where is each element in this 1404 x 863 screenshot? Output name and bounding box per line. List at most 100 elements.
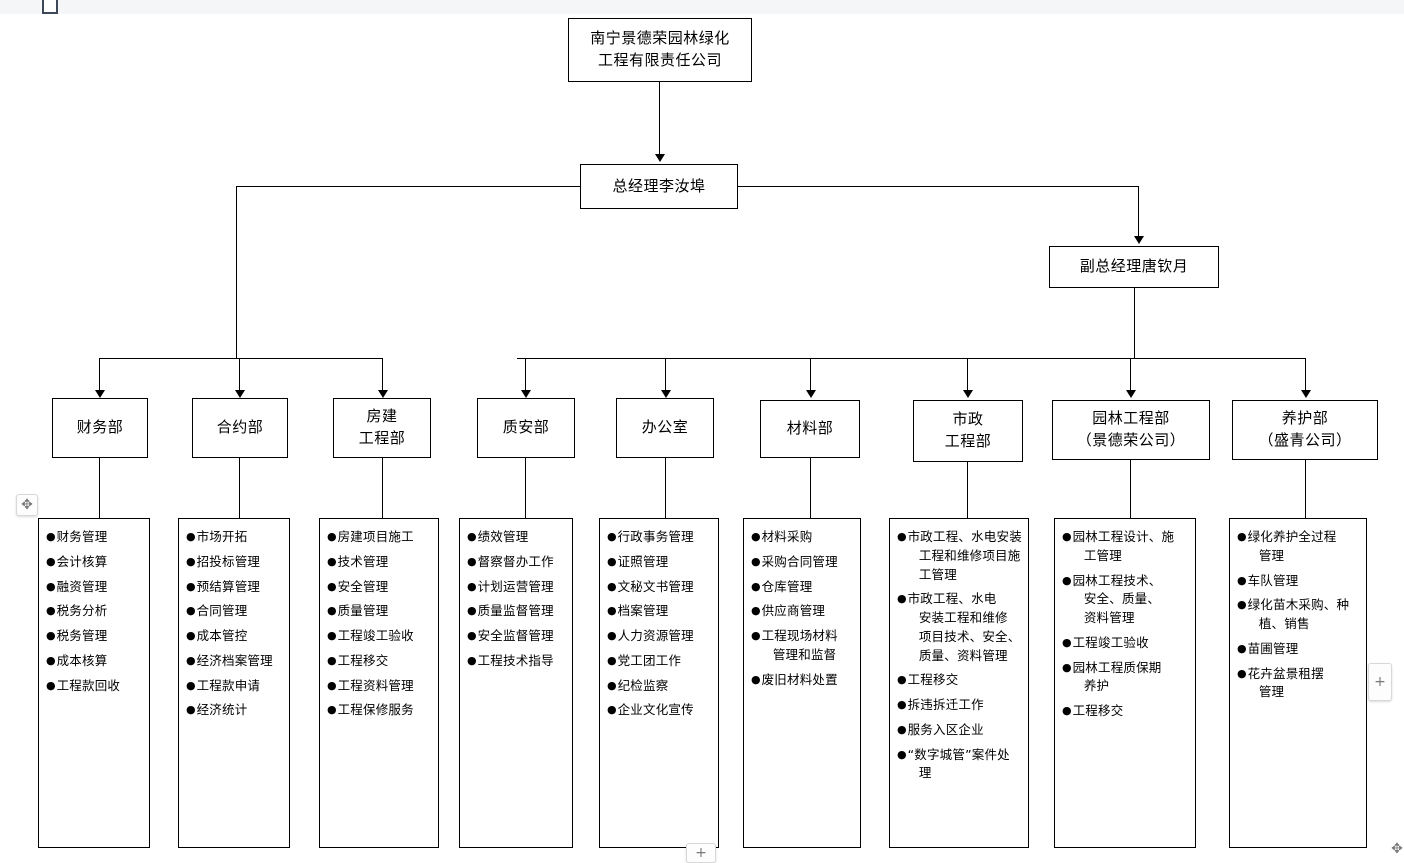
list-item-label: 税务管理 bbox=[56, 628, 108, 643]
node-department-7[interactable]: 园林工程部 （景德荣公司） bbox=[1052, 400, 1210, 460]
list-department-4[interactable]: ●行政事务管理●证照管理●文秘文书管理●档案管理●人力资源管理●党工团工作●纪检… bbox=[599, 518, 719, 848]
list-department-7[interactable]: ●园林工程设计、施工管理●园林工程技术、安全、质量、资料管理●工程竣工验收●园林… bbox=[1054, 518, 1196, 848]
connector-bus-left bbox=[99, 358, 383, 359]
list-department-5[interactable]: ●材料采购●采购合同管理●仓库管理●供应商管理●工程现场材料管理和监督●废旧材料… bbox=[743, 518, 861, 848]
list-item: ●园林工程质保期养护 bbox=[1062, 659, 1189, 697]
list-item-continuation: 资料管理 bbox=[1083, 610, 1135, 625]
bullet-icon: ● bbox=[186, 678, 196, 692]
bullet-icon: ● bbox=[897, 722, 907, 736]
connector-deputy-down bbox=[1138, 186, 1139, 236]
list-item-label: 工程移交 bbox=[907, 672, 959, 688]
list-item-label: 服务入区企业 bbox=[907, 721, 984, 737]
list-item-continuation: 管理和监督 bbox=[772, 646, 837, 662]
node-company[interactable]: 南宁景德荣园林绿化 工程有限责任公司 bbox=[568, 18, 752, 82]
node-department-2[interactable]: 房建 工程部 bbox=[333, 398, 431, 458]
department-2-label: 房建 工程部 bbox=[358, 407, 406, 447]
list-item: ●质量管理 bbox=[327, 602, 432, 621]
list-item: ●会计核算 bbox=[46, 553, 143, 572]
list-item-label: 合同管理 bbox=[196, 603, 248, 619]
list-item: ●工程资料管理 bbox=[327, 677, 432, 696]
move-handle-bottom-right-icon[interactable]: ✥ bbox=[1388, 840, 1404, 858]
bullet-icon: ● bbox=[607, 703, 617, 717]
node-department-3[interactable]: 质安部 bbox=[477, 398, 575, 458]
list-department-3[interactable]: ●绩效管理●督察督办工作●计划运营管理●质量监督管理●安全监督管理●工程技术指导 bbox=[459, 518, 573, 848]
bullet-icon: ● bbox=[186, 554, 196, 568]
stem-4 bbox=[665, 458, 666, 518]
list-department-8[interactable]: ●绿化养护全过程管理●车队管理●绿化苗木采购、种植、销售●苗圃管理●花卉盆景租摆… bbox=[1229, 518, 1367, 848]
list-item-label: 工程移交 bbox=[1072, 703, 1124, 718]
list-item: ●房建项目施工 bbox=[327, 528, 432, 547]
list-item: ●合同管理 bbox=[186, 602, 283, 621]
bullet-icon: ● bbox=[897, 698, 907, 711]
list-item-label: 人力资源管理 bbox=[617, 628, 694, 643]
list-department-0[interactable]: ●财务管理●会计核算●融资管理●税务分析●税务管理●成本核算●工程款回收 bbox=[38, 518, 150, 848]
node-deputy-general-manager[interactable]: 副总经理唐钦月 bbox=[1049, 246, 1219, 288]
list-item: ●市政工程、水电安装工程和维修项目技术、安全、质量、资料管理 bbox=[897, 590, 1022, 665]
list-item: ●工程保修服务 bbox=[327, 701, 432, 720]
list-item: ●经济统计 bbox=[186, 701, 283, 720]
arrow-gm-deputy bbox=[1134, 236, 1144, 244]
node-department-0[interactable]: 财务部 bbox=[52, 398, 148, 458]
list-item-label: 工程竣工验收 bbox=[337, 628, 414, 643]
list-item-label: 市场开拓 bbox=[196, 529, 248, 544]
node-department-5[interactable]: 材料部 bbox=[760, 400, 860, 458]
bullet-icon: ● bbox=[607, 629, 617, 642]
department-7-label: 园林工程部 （景德荣公司） bbox=[1076, 409, 1186, 449]
list-item: ●供应商管理 bbox=[751, 602, 854, 621]
list-item-label: 工程技术指导 bbox=[477, 652, 554, 668]
list-item: ●成本核算 bbox=[46, 652, 143, 671]
department-4-label: 办公室 bbox=[641, 418, 689, 437]
stem-2 bbox=[382, 458, 383, 518]
connector-gm-left-drop bbox=[236, 186, 237, 358]
move-handle-icon[interactable]: ✥ bbox=[16, 494, 38, 516]
list-item: ●苗圃管理 bbox=[1237, 640, 1360, 659]
list-item: ●绩效管理 bbox=[467, 528, 566, 547]
bullet-icon: ● bbox=[1237, 598, 1247, 612]
node-department-8[interactable]: 养护部 （盛青公司） bbox=[1232, 400, 1378, 460]
connector-gm-right bbox=[738, 186, 1138, 187]
list-item-label: 市政工程、水电安装工程和维修项目技术、安全、质量、资料管理 bbox=[908, 590, 1022, 665]
list-item: ●成本管控 bbox=[186, 627, 283, 646]
list-department-6[interactable]: ●市政工程、水电安装工程和维修项目施工管理●市政工程、水电安装工程和维修项目技术… bbox=[889, 518, 1029, 848]
move-glyph-br: ✥ bbox=[1391, 841, 1403, 857]
list-department-2[interactable]: ●房建项目施工●技术管理●安全管理●质量管理●工程竣工验收●工程移交●工程资料管… bbox=[319, 518, 439, 848]
list-department-1[interactable]: ●市场开拓●招投标管理●预结算管理●合同管理●成本管控●经济档案管理●工程款申请… bbox=[178, 518, 290, 848]
list-item-continuation: 工程和维修项目施 bbox=[918, 547, 1021, 563]
bullet-icon: ● bbox=[1062, 660, 1072, 674]
list-item-label: 材料采购 bbox=[761, 529, 813, 544]
arrow-maintenance bbox=[1301, 390, 1311, 398]
list-item: ●预结算管理 bbox=[186, 578, 283, 597]
list-item: ●绿化苗木采购、种植、销售 bbox=[1237, 596, 1360, 634]
list-item-label: 采购合同管理 bbox=[761, 553, 838, 569]
drop-quality bbox=[525, 358, 526, 392]
node-department-4[interactable]: 办公室 bbox=[616, 398, 714, 458]
bullet-icon: ● bbox=[1237, 641, 1247, 655]
add-bottom-button[interactable]: + bbox=[686, 843, 716, 863]
bullet-icon: ● bbox=[1237, 573, 1247, 587]
list-item-label: 园林工程技术、安全、质量、资料管理 bbox=[1073, 572, 1189, 628]
bullet-icon: ● bbox=[327, 530, 337, 543]
list-item-label: 计划运营管理 bbox=[477, 578, 554, 594]
bullet-icon: ● bbox=[186, 604, 196, 618]
stem-5 bbox=[810, 458, 811, 518]
bullet-icon: ● bbox=[186, 579, 196, 593]
add-right-button[interactable]: + bbox=[1368, 663, 1392, 701]
list-item: ●仓库管理 bbox=[751, 578, 854, 597]
list-item-label: 房建项目施工 bbox=[337, 529, 414, 544]
list-item: ●档案管理 bbox=[607, 602, 712, 621]
drop-office bbox=[665, 358, 666, 392]
bullet-icon: ● bbox=[751, 579, 761, 593]
node-department-1[interactable]: 合约部 bbox=[192, 398, 288, 458]
list-item-continuation: 项目技术、安全、 bbox=[918, 628, 1021, 644]
arrow-quality bbox=[521, 390, 531, 398]
list-item: ●经济档案管理 bbox=[186, 652, 283, 671]
editor-top-strip bbox=[0, 0, 1404, 14]
resize-handle-icon[interactable] bbox=[42, 0, 58, 14]
bullet-icon: ● bbox=[751, 530, 761, 543]
node-department-6[interactable]: 市政 工程部 bbox=[913, 400, 1023, 462]
stem-7 bbox=[1130, 460, 1131, 518]
node-general-manager[interactable]: 总经理李汝埠 bbox=[580, 164, 738, 209]
bullet-icon: ● bbox=[46, 678, 56, 692]
bullet-icon: ● bbox=[607, 604, 617, 618]
department-6-label: 市政 工程部 bbox=[944, 410, 992, 450]
